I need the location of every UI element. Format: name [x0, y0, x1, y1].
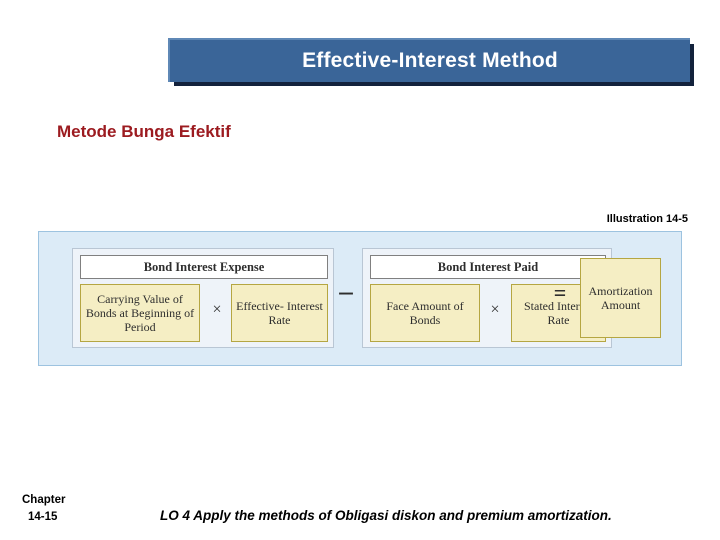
carrying-value-box: Carrying Value of Bonds at Beginning of …	[80, 284, 200, 342]
amortization-amount-box: Amortization Amount	[580, 258, 661, 338]
minus-operator: –	[339, 276, 353, 306]
illustration-label: Illustration 14-5	[606, 213, 688, 225]
learning-objective: LO 4 Apply the methods of Obligasi disko…	[160, 508, 612, 523]
bond-interest-expense-group: Bond Interest Expense Carrying Value of …	[72, 248, 334, 348]
bond-interest-paid-group: Bond Interest Paid Face Amount of Bonds …	[362, 248, 612, 348]
multiply-operator-2: ×	[490, 301, 500, 318]
equals-operator: =	[553, 280, 567, 305]
face-amount-box: Face Amount of Bonds	[370, 284, 480, 342]
bond-interest-expense-header: Bond Interest Expense	[80, 255, 328, 279]
multiply-operator-1: ×	[212, 301, 222, 318]
effective-interest-rate-box: Effective- Interest Rate	[231, 284, 328, 342]
chapter-word: Chapter	[22, 494, 66, 506]
slide-title-banner: Effective-Interest Method	[168, 38, 694, 86]
bond-interest-paid-header: Bond Interest Paid	[370, 255, 606, 279]
chapter-number: 14-15	[28, 510, 58, 523]
title-bar: Effective-Interest Method	[168, 38, 690, 82]
page-title: Effective-Interest Method	[302, 49, 558, 72]
slide-subtitle: Metode Bunga Efektif	[57, 122, 231, 141]
chapter-indicator: Chapter 14-15	[22, 492, 65, 525]
illustration-diagram: Bond Interest Expense Carrying Value of …	[38, 231, 682, 366]
